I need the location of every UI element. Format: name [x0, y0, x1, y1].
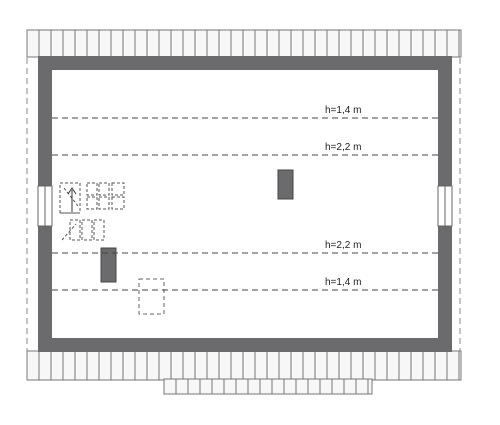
roof-outline — [26, 58, 461, 352]
roof-tile-band — [26, 350, 462, 381]
roof-tile-band — [26, 29, 462, 58]
roof-tiles-dormer — [163, 378, 373, 395]
stair-arrow — [67, 187, 77, 212]
outer-walls — [38, 56, 452, 352]
height-line-label: h=2,2 m — [325, 142, 361, 153]
height-line-label: h=2,2 m — [325, 240, 361, 251]
attic-hatch — [138, 278, 165, 315]
height-lines: h=1,4 m h=2,2 m h=2,2 m h=1,4 m — [52, 105, 438, 291]
height-line-label: h=1,4 m — [325, 277, 361, 288]
staircase-opening — [59, 182, 125, 241]
height-line-label: h=1,4 m — [325, 105, 361, 116]
window-right — [437, 185, 453, 227]
roof-tiles-bottom — [26, 350, 462, 381]
window-left — [37, 185, 53, 227]
roof-tile-band — [163, 378, 373, 395]
chimney-left — [100, 247, 117, 283]
roof-tiles-top — [26, 29, 462, 58]
chimney-right — [277, 169, 294, 200]
